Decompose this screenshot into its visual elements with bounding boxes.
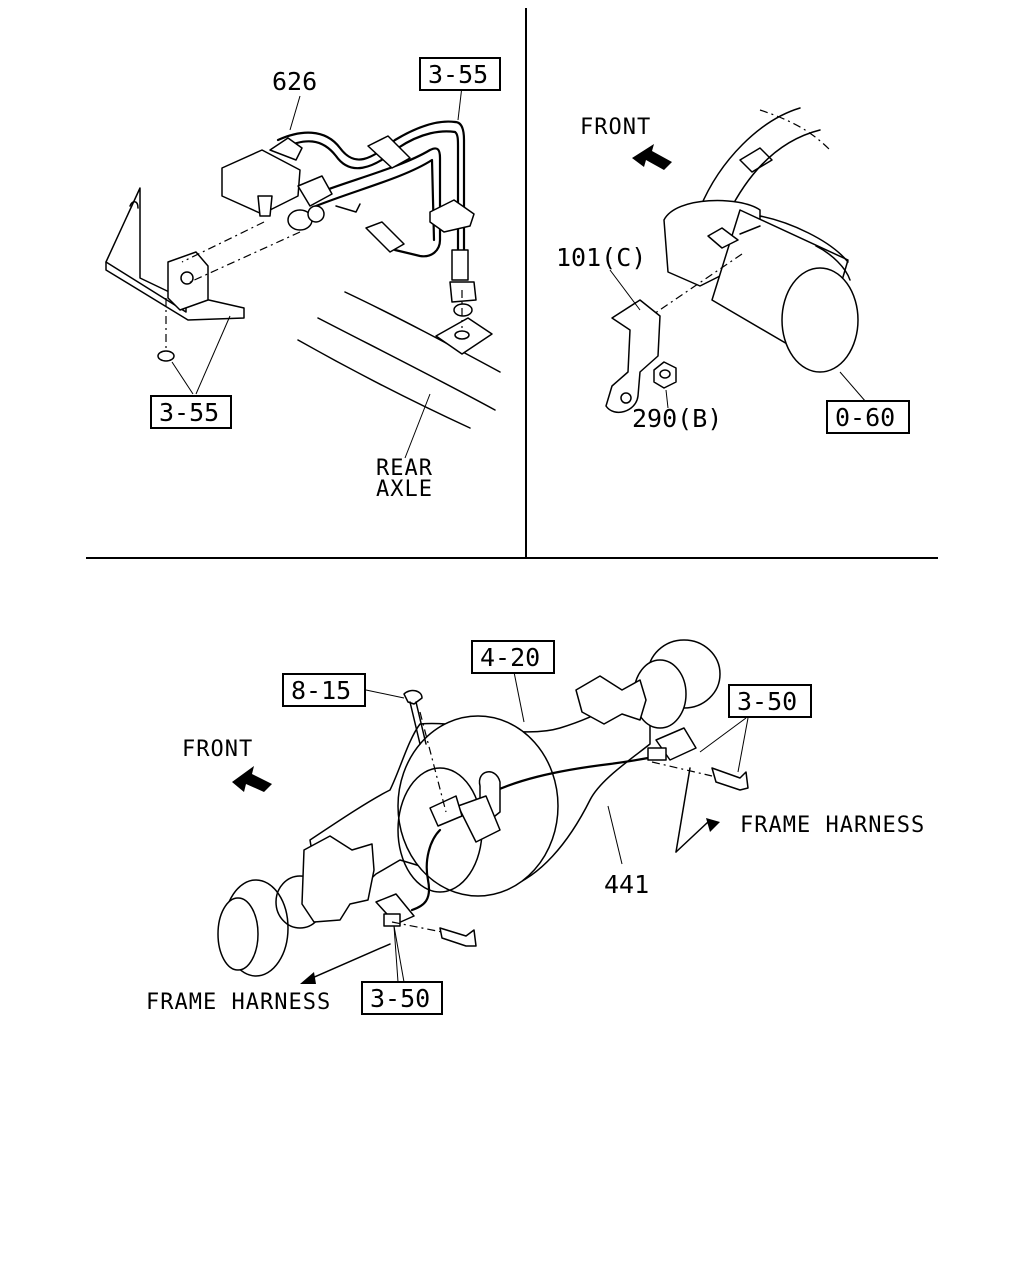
part-626-label: 626 <box>272 67 317 96</box>
part-441-label: 441 <box>604 870 649 899</box>
ref-3-55-bottom-box: 3-55 <box>150 395 232 429</box>
ref-3-55-top-box: 3-55 <box>419 57 501 91</box>
part-101c-label: 101(C) <box>556 243 646 272</box>
front-label-bottom: FRONT <box>182 737 253 762</box>
ref-4-20-label: 4-20 <box>480 643 540 672</box>
ref-3-50-bottom-label: 3-50 <box>370 984 430 1013</box>
ref-8-15-box: 8-15 <box>282 673 366 707</box>
front-label-top: FRONT <box>580 115 651 140</box>
rear-axle-label-line2: AXLE <box>376 477 433 502</box>
ref-3-50-right-label: 3-50 <box>737 687 797 716</box>
frame-harness-left-label: FRAME HARNESS <box>146 990 331 1015</box>
frame-harness-right-label: FRAME HARNESS <box>740 813 925 838</box>
ref-8-15-label: 8-15 <box>291 676 351 705</box>
ref-3-55-top-label: 3-55 <box>428 60 488 89</box>
ref-3-55-bottom-label: 3-55 <box>159 398 219 427</box>
rear-axle-harness-illustration <box>217 639 749 984</box>
ref-0-60-label: 0-60 <box>835 403 895 432</box>
brake-pipe-assembly-illustration <box>105 85 501 459</box>
ref-4-20-box: 4-20 <box>471 640 555 674</box>
ref-0-60-box: 0-60 <box>826 400 910 434</box>
sensor-bracket-illustration <box>605 107 867 414</box>
part-290b-label: 290(B) <box>632 404 722 433</box>
ref-3-50-right-box: 3-50 <box>728 684 812 718</box>
rear-axle-label-line1: REAR <box>376 456 433 481</box>
ref-3-50-bottom-box: 3-50 <box>361 981 443 1015</box>
